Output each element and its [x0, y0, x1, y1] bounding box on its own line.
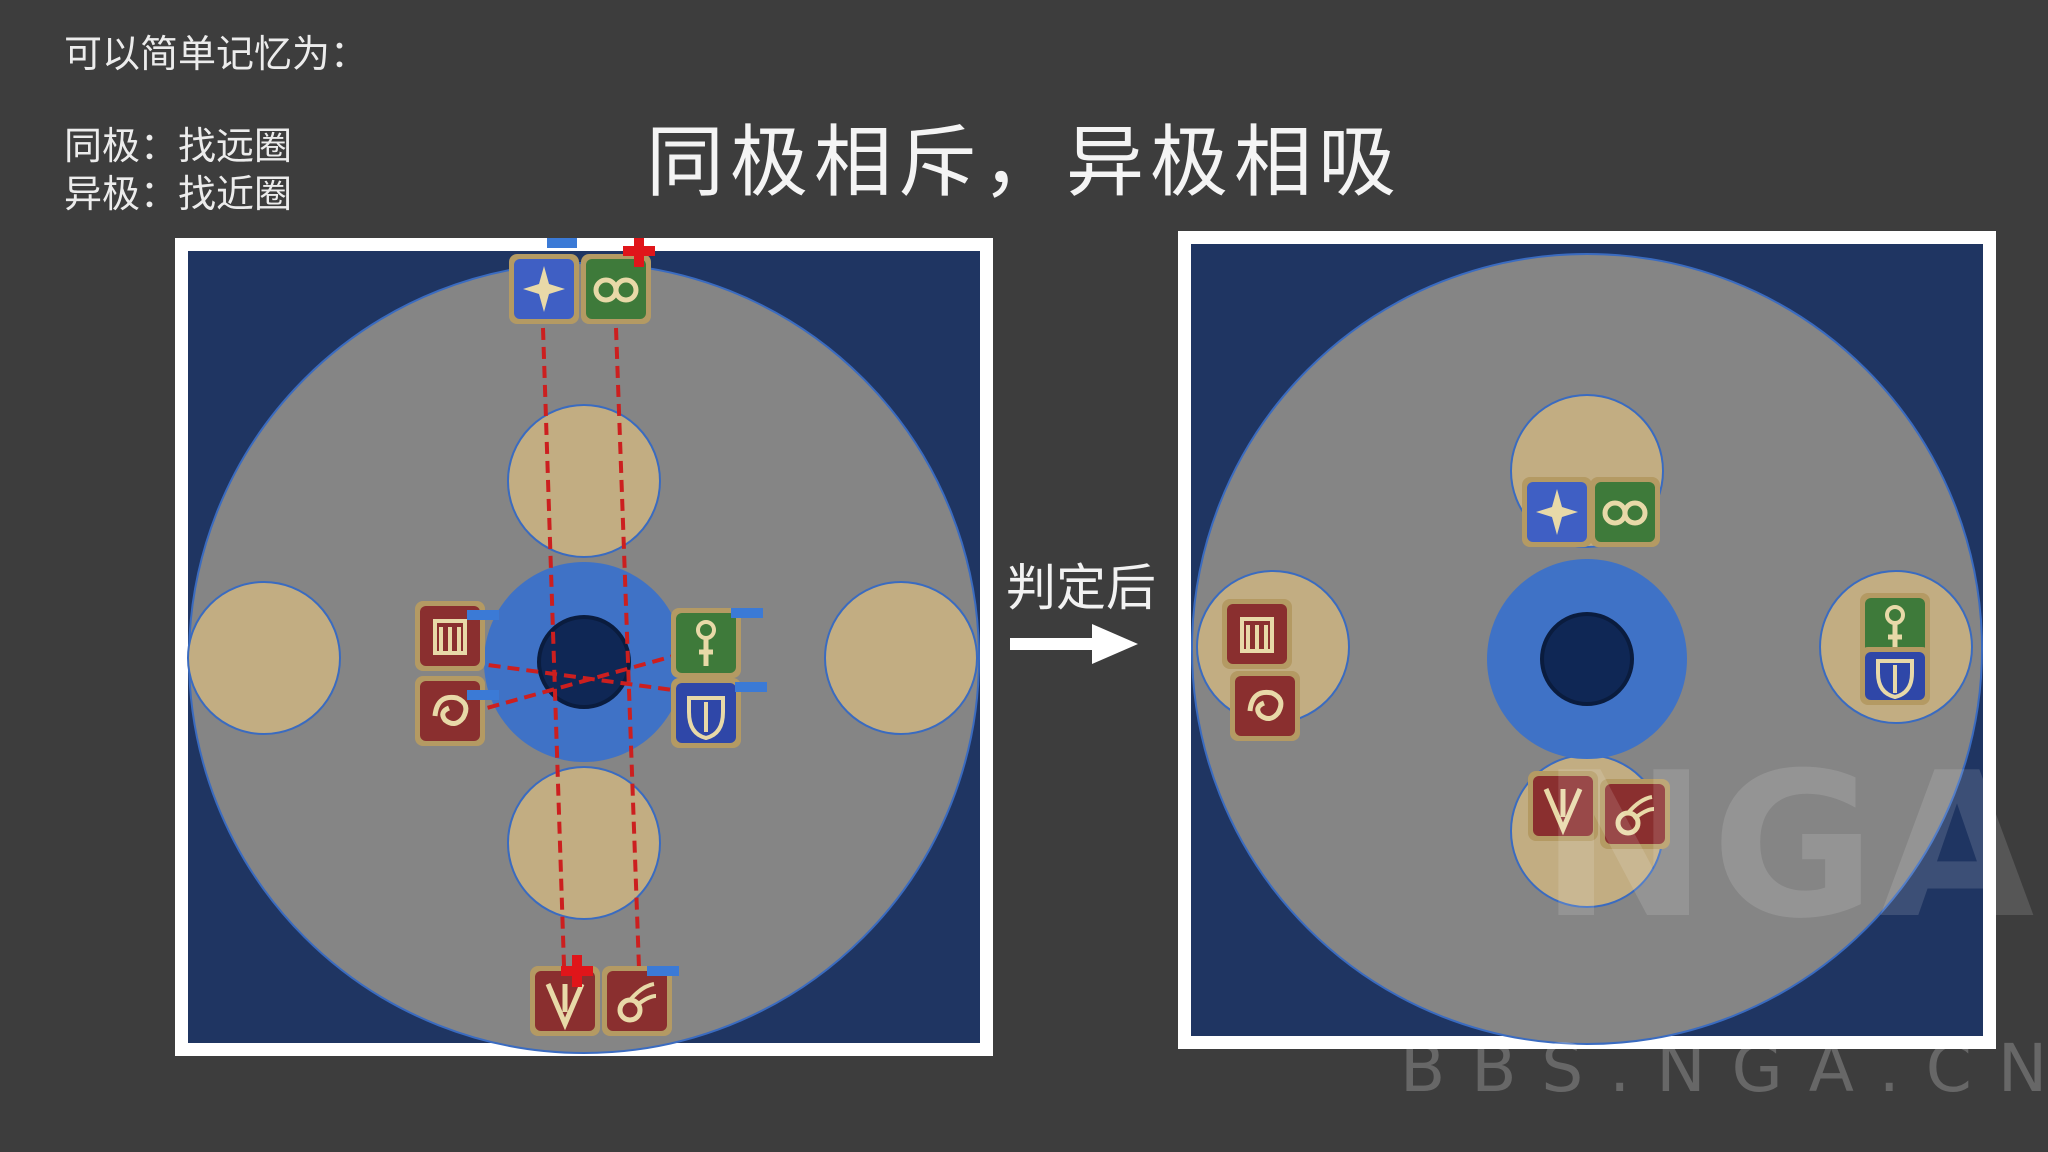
flame-icon — [1600, 779, 1670, 849]
connector-lines — [450, 327, 696, 997]
arena-before-diagram — [187, 238, 980, 1054]
page-title: 同极相斥，异极相吸 — [645, 118, 1402, 208]
swirl-icon — [415, 676, 485, 746]
arena-after — [1178, 231, 1996, 1049]
staff-icon — [1860, 593, 1930, 663]
minus-marker — [467, 690, 499, 700]
watermark-url: BBS.NGA.CN — [1400, 1030, 2048, 1107]
swirl-icon — [1230, 671, 1300, 741]
center-hole — [1540, 612, 1634, 706]
loop-icon — [1590, 477, 1660, 547]
plus-marker — [623, 238, 655, 267]
tan-circle-west — [187, 581, 341, 735]
star-icon — [1522, 477, 1592, 547]
watermark-logo: NGA — [1540, 730, 2039, 963]
fang-icon — [530, 966, 600, 1036]
shield-icon — [1860, 647, 1930, 705]
tan-circle-south — [507, 766, 661, 920]
after-judgement-label: 判定后 — [1006, 559, 1156, 617]
memory-note-same-pole: 同极：找远圈 — [64, 124, 293, 168]
shield-icon — [671, 678, 741, 748]
arena-after-diagram — [1191, 244, 1983, 1045]
tower-icon — [1222, 599, 1292, 669]
arena-before — [175, 238, 993, 1056]
tan-circle-east — [824, 581, 978, 735]
tan-circle-north — [507, 404, 661, 558]
minus-marker — [731, 608, 763, 618]
star-icon — [509, 254, 579, 324]
right-arrow-icon — [1010, 624, 1138, 664]
minus-marker — [547, 238, 577, 248]
memory-note-opposite-pole: 异极：找近圈 — [64, 172, 293, 216]
memory-note-heading: 可以简单记忆为： — [64, 32, 369, 76]
staff-icon — [671, 608, 741, 678]
minus-marker — [735, 682, 767, 692]
flame-icon — [602, 966, 672, 1036]
fang-icon — [1528, 771, 1598, 841]
minus-marker — [647, 966, 679, 976]
plus-marker — [561, 955, 593, 987]
loop-icon — [581, 254, 651, 324]
minus-marker — [467, 610, 499, 620]
